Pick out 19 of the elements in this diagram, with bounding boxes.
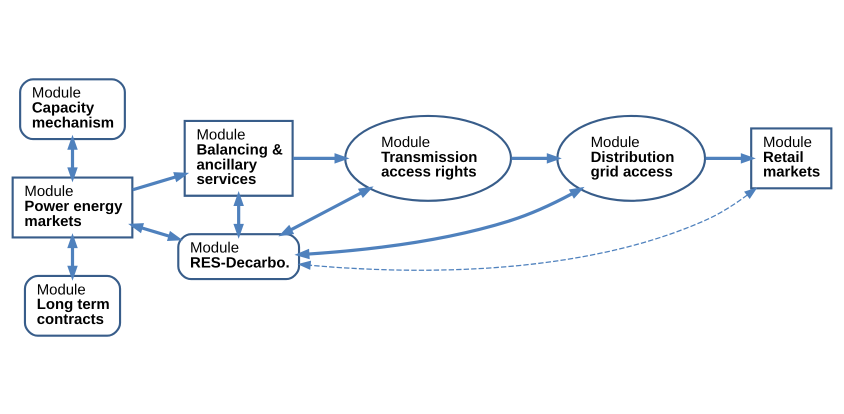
node-box: Module Long term contracts [24,274,122,336]
node-box: Module Retail markets [750,126,832,189]
arrow [67,134,78,182]
node-box: Module Power energy markets [12,176,134,238]
arrow [511,152,562,164]
node-box: Module Balancing & ancillary services [184,119,294,196]
node-box: Module RES-Decarbo. [177,232,300,280]
arrow [278,186,374,236]
node-box: Module Capacity mechanism [19,78,126,140]
arrow [128,222,183,240]
arrow [294,186,585,259]
arrow [292,152,350,164]
node-ellipse: Module Transmission access rights [344,114,512,202]
arrow [67,232,78,280]
arrow [132,172,190,191]
arrow [706,152,756,164]
node-ellipse: Module Distribution grid access [556,114,706,202]
arrow [297,186,758,270]
arrow [233,190,244,238]
